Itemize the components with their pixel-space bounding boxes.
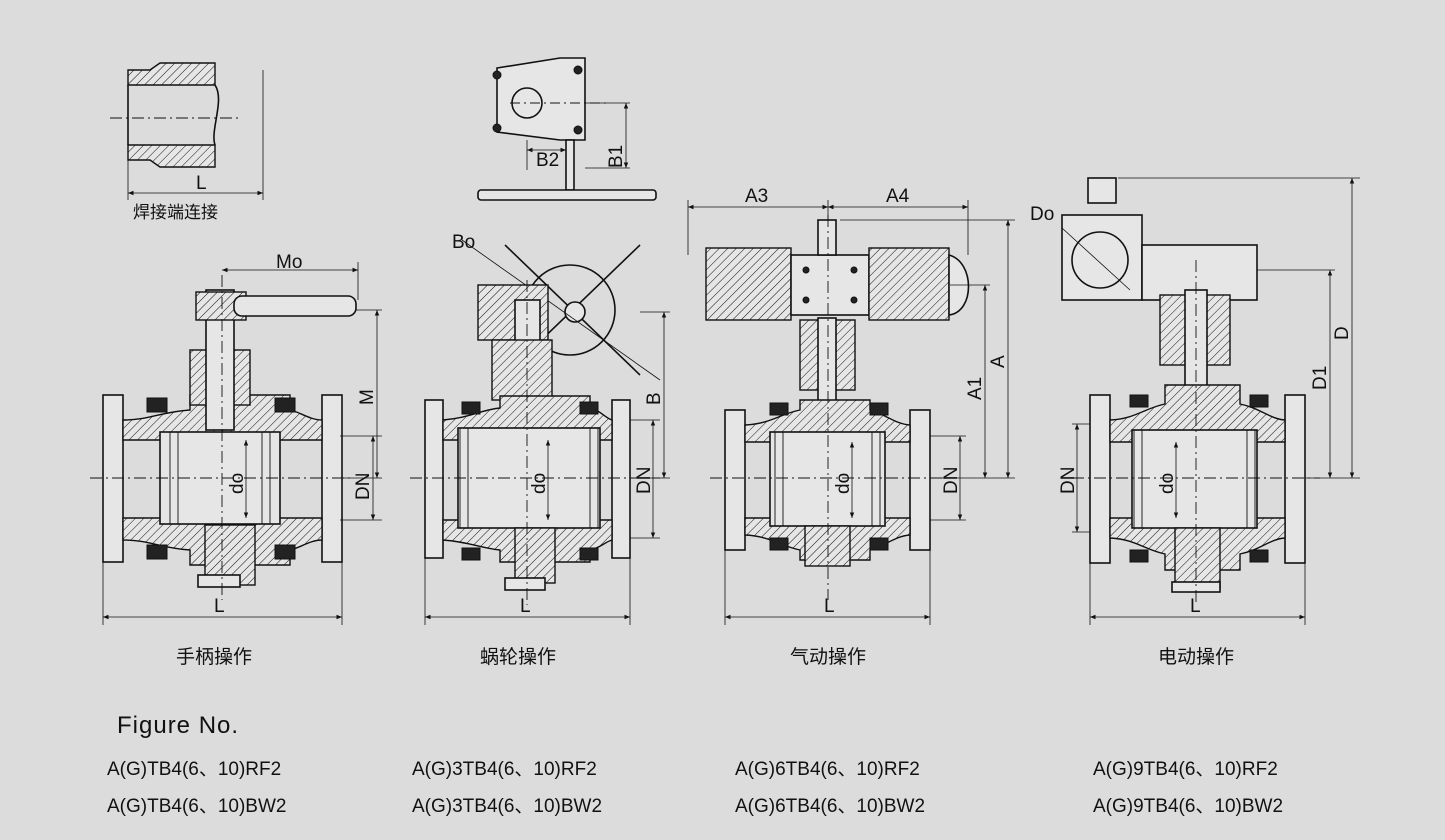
electric-dim-dn: DN <box>1058 467 1079 494</box>
handle-dim-m: M <box>357 389 378 405</box>
pneumatic-dim-a4: A4 <box>886 186 910 207</box>
worm-dim-do: do <box>529 473 550 494</box>
figure-heading: Figure No. <box>117 712 239 739</box>
model-electric-bw: A(G)9TB4(6、10)BW2 <box>1093 796 1283 817</box>
electric-caption: 电动操作 <box>1158 646 1234 668</box>
view-handle: Mo M DN do L 手柄操作 <box>90 252 382 668</box>
pneumatic-dim-a3: A3 <box>745 186 768 207</box>
model-handle-rf: A(G)TB4(6、10)RF2 <box>107 759 281 780</box>
model-worm-rf: A(G)3TB4(6、10)RF2 <box>412 759 597 780</box>
electric-dim-do-top: Do <box>1030 204 1054 225</box>
view-pneumatic: A3 A4 A A1 DN do L 气动操作 <box>687 186 1015 668</box>
worm-dim-b: B <box>644 392 665 405</box>
worm-dim-dn: DN <box>634 467 655 494</box>
pneumatic-dim-dn: DN <box>941 467 962 494</box>
handle-caption: 手柄操作 <box>176 646 252 668</box>
worm-dim-bo: Bo <box>452 232 475 253</box>
handle-dim-do: do <box>227 473 248 494</box>
handle-dim-l: L <box>214 596 225 617</box>
pneumatic-dim-l: L <box>824 596 835 617</box>
worm-dim-l: L <box>520 596 531 617</box>
handle-dim-mo: Mo <box>276 252 302 273</box>
view-worm: B1 B2 Bo B <box>410 57 670 668</box>
pneumatic-dim-a: A <box>988 355 1009 368</box>
electric-dim-l: L <box>1190 596 1201 617</box>
worm-dim-b1: B1 <box>606 145 627 168</box>
pneumatic-dim-a1: A1 <box>965 377 986 400</box>
handle-dim-dn: DN <box>353 473 374 500</box>
model-handle-bw: A(G)TB4(6、10)BW2 <box>107 796 286 817</box>
worm-dim-b2: B2 <box>536 150 559 171</box>
electric-dim-d1: D1 <box>1310 366 1331 390</box>
weld-dim-l: L <box>196 173 207 194</box>
model-electric-rf: A(G)9TB4(6、10)RF2 <box>1093 759 1278 780</box>
figure-table: Figure No. A(G)TB4(6、10)RF2 A(G)3TB4(6、1… <box>107 712 1283 817</box>
electric-dim-d: D <box>1332 326 1353 340</box>
weld-end-caption: 焊接端连接 <box>133 203 218 223</box>
pneumatic-caption: 气动操作 <box>790 646 866 668</box>
weld-end-detail: L 焊接端连接 <box>110 62 264 223</box>
model-pneumatic-bw: A(G)6TB4(6、10)BW2 <box>735 796 925 817</box>
model-worm-bw: A(G)3TB4(6、10)BW2 <box>412 796 602 817</box>
electric-dim-do: do <box>1157 473 1178 494</box>
worm-caption: 蜗轮操作 <box>480 646 556 668</box>
pneumatic-dim-do: do <box>833 473 854 494</box>
view-electric: Do D D1 DN do L <box>1030 177 1360 668</box>
model-pneumatic-rf: A(G)6TB4(6、10)RF2 <box>735 759 920 780</box>
